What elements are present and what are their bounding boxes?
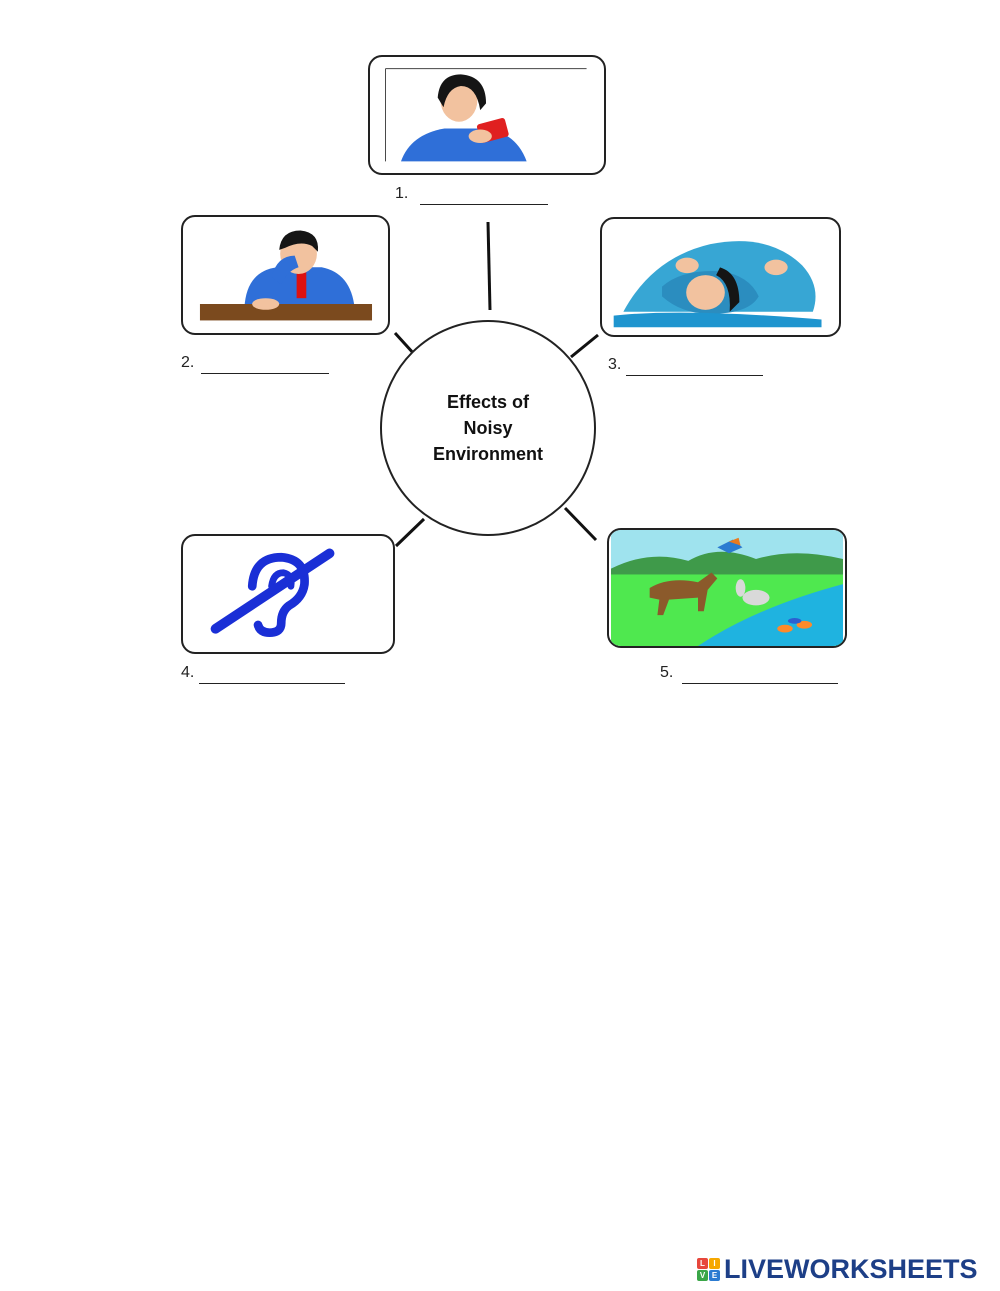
person-covering-face-icon [199,230,373,321]
picture-card-5 [607,528,847,648]
connector-5 [563,506,598,542]
item-label-5: 5. [660,664,673,682]
brand-logo-grid: L I V E [697,1257,720,1281]
center-title-line-2: Noisy [463,418,513,438]
connector-1 [486,221,492,311]
connector-4 [394,517,426,548]
item-number-3: 3. [608,356,622,373]
brand-name: LIVEWORKSHEETS [724,1253,978,1284]
hearing-loss-icon [210,548,335,638]
person-sleepless-pillow-icon [613,241,822,328]
center-title-line-1: Effects of [446,392,529,412]
person-looking-at-phone-icon [385,68,587,162]
item-number-4: 4. [181,664,195,681]
center-topic-circle: Effects of Noisy Environment [380,320,596,536]
liveworksheets-logo: L I V E LIVEWORKSHEETS [697,1252,978,1286]
answer-field-2[interactable] [201,352,329,374]
item-number-1: 1. [395,185,409,202]
brand-grid-letter: V [697,1269,708,1281]
answer-field-4[interactable] [199,662,345,684]
picture-card-4 [181,534,395,654]
connector-3 [570,333,599,359]
animals-disturbed-icon [611,530,843,646]
picture-card-3 [600,217,841,337]
answer-field-1[interactable] [420,183,548,205]
item-number-5: 5. [660,664,674,681]
center-title: Effects of Noisy Environment [413,389,563,467]
item-number-2: 2. [181,354,195,371]
item-label-1: 1. [395,185,408,203]
brand-grid-letter: E [709,1269,720,1281]
picture-card-2 [181,215,390,335]
item-label-3: 3. [608,356,621,374]
brand-grid-letter: I [709,1257,720,1269]
answer-field-5[interactable] [682,662,838,684]
brand-grid-letter: L [697,1257,708,1269]
item-label-4: 4. [181,664,194,682]
item-label-2: 2. [181,354,194,372]
picture-card-1 [368,55,606,175]
center-title-line-3: Environment [432,444,543,464]
answer-field-3[interactable] [626,354,763,376]
